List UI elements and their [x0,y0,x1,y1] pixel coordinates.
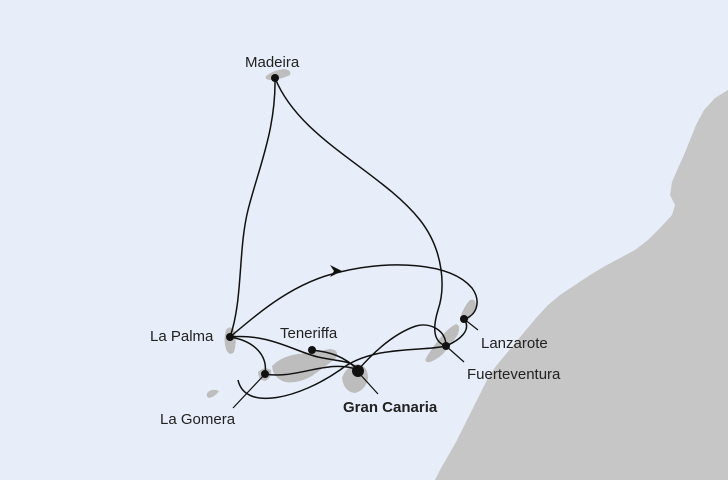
route-lines [229,77,478,400]
island-fuerteventura [425,324,460,363]
port-marker-madeira [271,74,279,82]
port-marker-teneriffa [308,346,316,354]
route-gran-canaria-fuerteventura [357,324,447,371]
island-el-hierro [206,389,219,398]
route-madeira-fuerteventura [274,77,447,347]
route-direction-arrow-icon [330,265,342,277]
label-lanzarote: Lanzarote [481,335,548,352]
leader-la-gomera [232,373,266,409]
route-madeira-la-palma [229,77,276,338]
label-teneriffa: Teneriffa [280,325,338,342]
label-la-gomera: La Gomera [160,411,236,428]
port-marker-gran-canaria [352,365,364,377]
label-gran-canaria: Gran Canaria [343,399,438,416]
route-fuerteventura-loop [237,345,447,400]
port-marker-lanzarote [460,315,468,323]
mainland-africa [435,90,728,480]
route-la-gomera-gran-canaria [264,365,359,376]
leader-fuerteventura [445,345,465,363]
label-la-palma: La Palma [150,328,214,345]
label-fuerteventura: Fuerteventura [467,366,561,383]
port-marker-fuerteventura [442,342,450,350]
port-markers [226,74,468,378]
port-marker-la-palma [226,333,234,341]
route-la-palma-la-gomera [229,336,267,375]
route-la-palma-lanzarote [229,264,478,338]
port-marker-la-gomera [261,370,269,378]
label-madeira: Madeira [245,54,300,71]
